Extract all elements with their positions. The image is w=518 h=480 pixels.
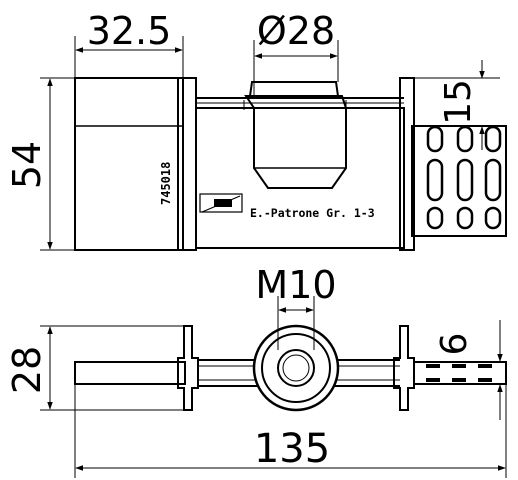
dim-small-height: 15 — [438, 79, 479, 125]
slot-pattern — [426, 125, 502, 230]
left-shaft — [74, 361, 186, 385]
description-label: E.-Patrone Gr. 1-3 — [250, 206, 375, 220]
top-view: 745018 E.-Patrone Gr. 1-3 — [74, 77, 507, 251]
dim-height-bottom: 28 — [5, 346, 49, 394]
right-flange — [399, 77, 415, 251]
left-block — [74, 77, 184, 251]
bottom-view — [74, 324, 507, 412]
left-cross — [177, 325, 199, 411]
logo-stamp — [199, 193, 243, 213]
left-flange — [177, 77, 197, 251]
part-number: 745018 — [159, 162, 173, 205]
dim-thread: M10 — [255, 263, 336, 307]
dim-width-top: 32.5 — [87, 9, 172, 53]
right-cross — [393, 325, 415, 411]
dim-slot: 6 — [434, 333, 475, 356]
dimension-lines — [40, 36, 507, 478]
center-box — [195, 107, 405, 249]
right-block — [411, 125, 507, 237]
right-shaft-dashes — [426, 364, 492, 382]
dim-diameter: Ø28 — [257, 9, 335, 53]
dim-overall-length: 135 — [254, 426, 330, 472]
cartridge — [243, 81, 347, 189]
dim-height: 54 — [5, 141, 49, 189]
